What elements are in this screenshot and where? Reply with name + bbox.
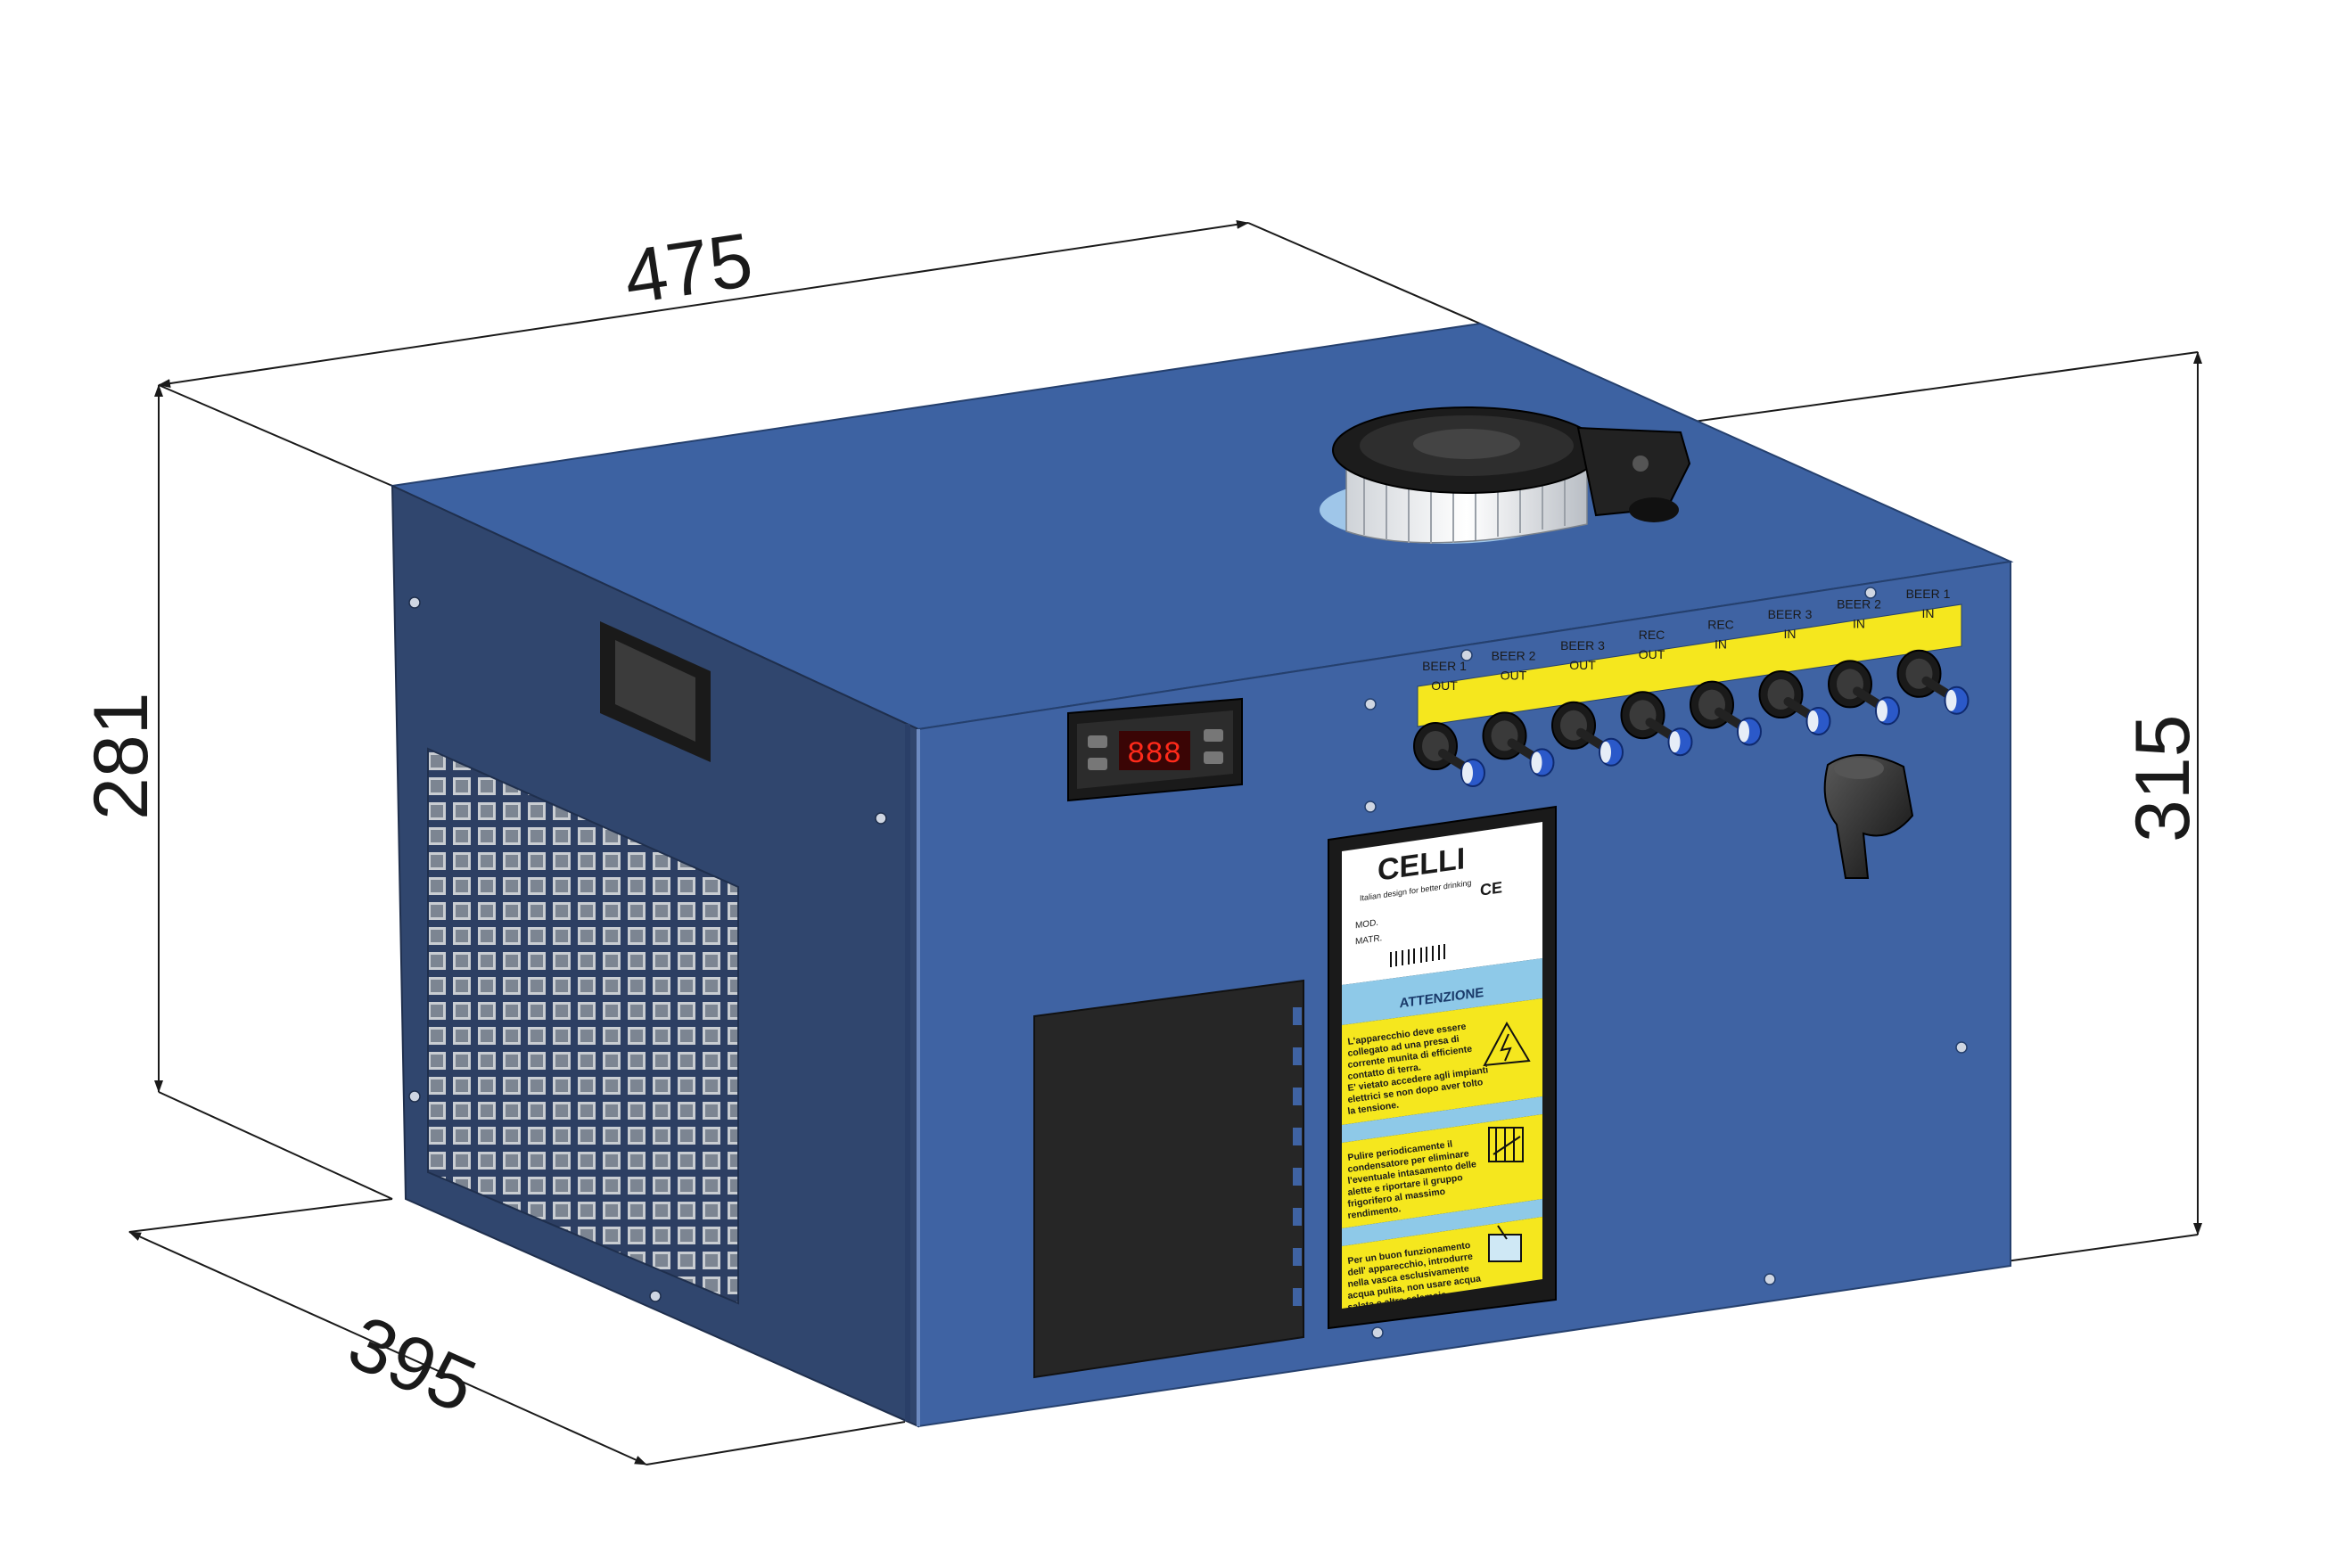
nameplate [1342,822,1542,985]
connector-fitting[interactable] [1551,701,1624,767]
barcode [1390,944,1445,967]
condenser-icon [1488,1127,1524,1162]
connector-label-line2: OUT [1501,668,1527,682]
connector-fitting[interactable] [1690,680,1762,746]
connector-label-line1: REC [1707,618,1734,632]
dim-line-depth [128,1231,647,1465]
dim-label-width: 475 [619,217,758,320]
connector-label-line1: BEER 2 [1492,648,1536,662]
top-fan [1320,406,1691,544]
connector-label-line2: OUT [1639,647,1665,661]
side-vent-grill [427,747,739,1305]
label-panel: CELLI Italian design for better drinking… [1328,805,1557,1330]
nameplate-matr-label: MATR. [1355,933,1382,947]
temperature-controller[interactable]: 888 [1067,697,1243,802]
connector-label-line1: BEER 1 [1422,659,1467,673]
dimension-lines [128,219,2202,1465]
connector-label-line2: OUT [1569,658,1596,672]
electric-hazard-icon [1483,1021,1531,1067]
connector-label-line2: IN [1715,637,1727,652]
controller-buttons[interactable] [1088,729,1223,770]
service-panel-notches [1293,1007,1302,1306]
warning-block-condenser [1342,1114,1542,1228]
controller-display [1119,731,1190,770]
connector-label-line1: BEER 3 [1768,607,1813,621]
connector-label-line1: REC [1639,628,1665,642]
connector-fitting[interactable] [1482,711,1555,777]
connector-label-strip [1417,603,1962,727]
connector-label-line1: BEER 1 [1906,587,1951,601]
chiller-body: 888 BEER 1 OUT BEER 2 OUT BEER 3 OUT REC OUT REC… [389,322,2014,1428]
warning-block-electric [1342,998,1542,1125]
connector-label-line1: BEER 2 [1837,596,1881,611]
connector-fitting[interactable] [1413,722,1485,787]
connector-label-line2: IN [1922,606,1935,620]
connector-label-line2: IN [1853,616,1865,630]
dim-label-height-left: 281 [78,693,164,821]
controller-display-value: 888 [1127,738,1181,772]
dim-line-width [158,219,1249,389]
side-screws [408,596,887,1302]
water-tank-icon [1488,1225,1522,1262]
ce-mark: CE [1480,878,1502,899]
dim-label-depth: 395 [336,1300,488,1430]
front-screws [1364,800,1968,1339]
connectors [1413,649,1970,787]
nameplate-mod-label: MOD. [1355,918,1378,932]
connector-fitting[interactable] [1896,649,1970,715]
dim-label-height-right: 315 [2120,715,2206,843]
top-screws [1364,587,1877,710]
connector-fitting[interactable] [1758,670,1831,735]
drain-tap[interactable] [1823,754,1914,879]
side-handle [600,621,711,762]
connector-label-line2: IN [1784,627,1797,641]
service-panel [1033,979,1304,1379]
connector-labels: BEER 1 OUT BEER 2 OUT BEER 3 OUT REC OUT REC IN BE… [1422,587,1951,693]
connector-label-line1: BEER 3 [1560,638,1605,653]
connector-fitting[interactable] [1620,691,1693,757]
connector-label-line2: OUT [1431,678,1458,693]
connector-fitting[interactable] [1828,660,1900,726]
